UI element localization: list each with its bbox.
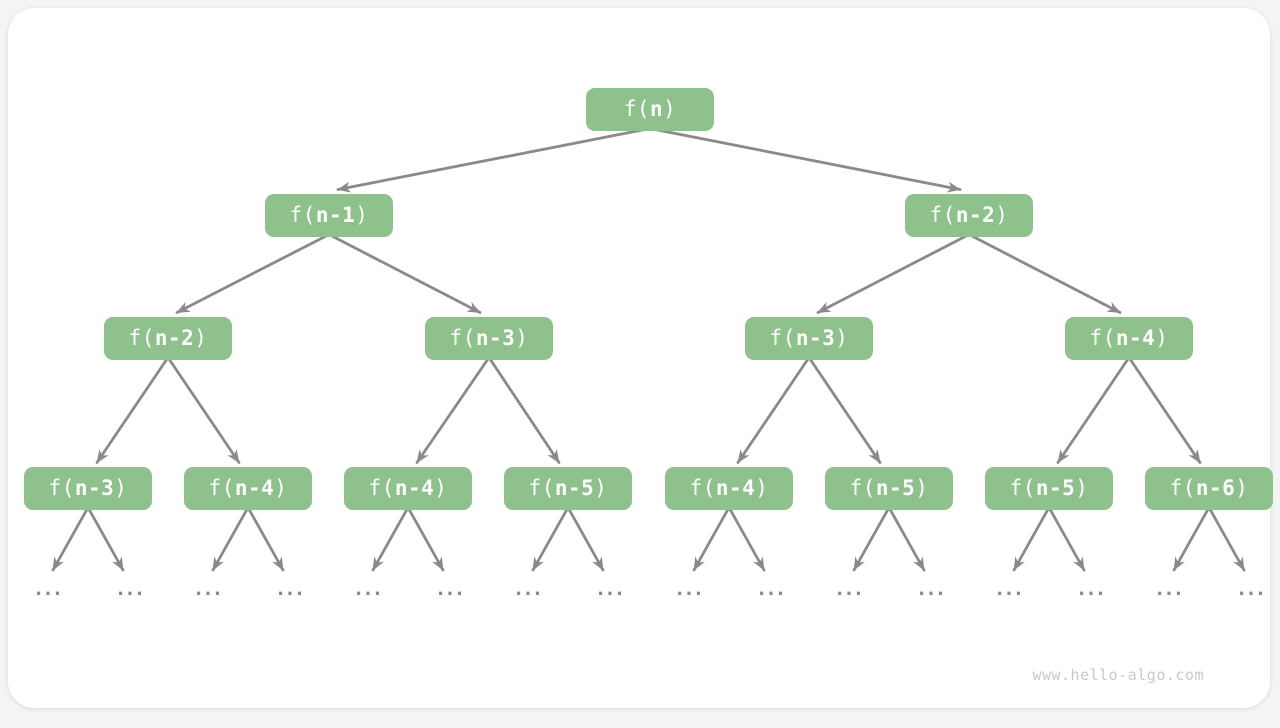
recursion-tree-diagram: f(n) f(n-1) f(n-2) f(n-2) f(n-3) f(n-3) f(n-4)… bbox=[8, 8, 1270, 708]
tree-edge-arrow bbox=[329, 235, 480, 313]
tree-edge-arrow bbox=[1049, 508, 1084, 571]
ellipsis-label: ... bbox=[834, 580, 862, 599]
tree-edge-arrow bbox=[489, 358, 559, 463]
tree-edge-arrow bbox=[1129, 358, 1200, 463]
tree-edge-arrow bbox=[97, 358, 168, 463]
watermark: www.hello-algo.com bbox=[1032, 666, 1204, 684]
ellipsis-label: ... bbox=[756, 580, 784, 599]
tree-node: f(n-5) bbox=[985, 467, 1113, 510]
tree-node: f(n-2) bbox=[905, 194, 1033, 237]
tree-edge-arrow bbox=[1174, 508, 1209, 571]
ellipsis-label: ... bbox=[1076, 580, 1104, 599]
ellipsis-label: ... bbox=[674, 580, 702, 599]
ellipsis-label: ... bbox=[513, 580, 541, 599]
tree-edge-arrow bbox=[53, 508, 88, 571]
tree-node: f(n-6) bbox=[1145, 467, 1273, 510]
tree-node: f(n-4) bbox=[184, 467, 312, 510]
tree-edge-arrow bbox=[417, 358, 489, 463]
ellipsis-label: ... bbox=[115, 580, 143, 599]
ellipsis-label: ... bbox=[353, 580, 381, 599]
tree-node: f(n-4) bbox=[1065, 317, 1193, 360]
tree-edge-arrow bbox=[248, 508, 283, 571]
tree-edge-arrow bbox=[338, 129, 650, 190]
tree-edge-arrow bbox=[729, 508, 764, 571]
ellipsis-label: ... bbox=[193, 580, 221, 599]
tree-edge-arrow bbox=[533, 508, 568, 571]
tree-node: f(n) bbox=[586, 88, 714, 131]
tree-edge-arrow bbox=[818, 235, 969, 313]
ellipsis-label: ... bbox=[33, 580, 61, 599]
tree-edge-arrow bbox=[88, 508, 123, 571]
ellipsis-label: ... bbox=[916, 580, 944, 599]
ellipsis-label: ... bbox=[275, 580, 303, 599]
tree-edge-arrow bbox=[889, 508, 924, 571]
diagram-card: f(n) f(n-1) f(n-2) f(n-2) f(n-3) f(n-3) f(n-4)… bbox=[8, 8, 1270, 708]
tree-edge-arrow bbox=[1058, 358, 1129, 463]
tree-edge-arrow bbox=[694, 508, 729, 571]
tree-node: f(n-4) bbox=[344, 467, 472, 510]
tree-edge-arrow bbox=[373, 508, 408, 571]
tree-edge-arrow bbox=[809, 358, 880, 463]
tree-edge-arrow bbox=[408, 508, 443, 571]
tree-edge-arrow bbox=[650, 129, 960, 190]
tree-edge-arrow bbox=[568, 508, 603, 571]
tree-edge-arrow bbox=[168, 358, 239, 463]
ellipsis-label: ... bbox=[1154, 580, 1182, 599]
tree-edge-arrow bbox=[177, 235, 329, 313]
tree-node: f(n-1) bbox=[265, 194, 393, 237]
ellipsis-label: ... bbox=[595, 580, 623, 599]
ellipsis-label: ... bbox=[1236, 580, 1264, 599]
tree-node: f(n-5) bbox=[825, 467, 953, 510]
tree-node: f(n-3) bbox=[745, 317, 873, 360]
tree-node: f(n-3) bbox=[24, 467, 152, 510]
tree-edge-arrow bbox=[854, 508, 889, 571]
tree-node: f(n-3) bbox=[425, 317, 553, 360]
ellipsis-label: ... bbox=[435, 580, 463, 599]
tree-node: f(n-2) bbox=[104, 317, 232, 360]
tree-edge-arrow bbox=[213, 508, 248, 571]
tree-edge-arrow bbox=[1014, 508, 1049, 571]
tree-node: f(n-5) bbox=[504, 467, 632, 510]
ellipsis-label: ... bbox=[994, 580, 1022, 599]
tree-edge-arrow bbox=[969, 235, 1120, 313]
tree-node: f(n-4) bbox=[665, 467, 793, 510]
tree-edge-arrow bbox=[1209, 508, 1244, 571]
tree-edge-arrow bbox=[738, 358, 809, 463]
